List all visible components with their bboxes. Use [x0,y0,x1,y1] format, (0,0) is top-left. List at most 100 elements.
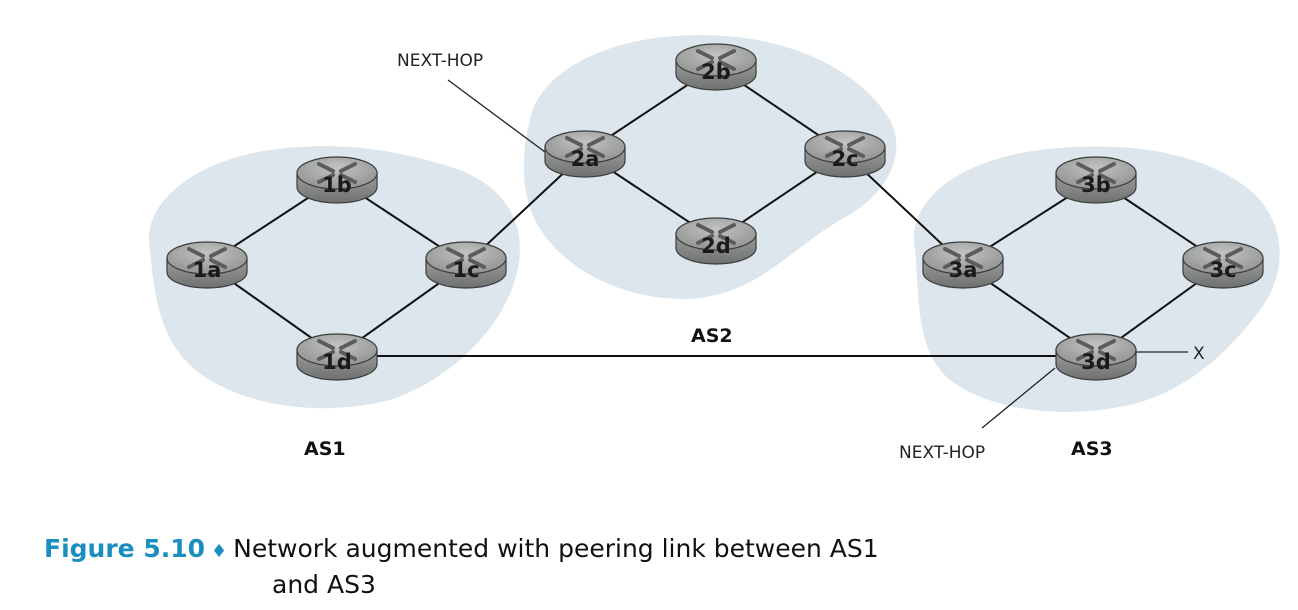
router-arrow [1098,173,1116,184]
router-arrow [446,247,464,258]
router-icon [696,49,736,71]
router-icon [1076,162,1116,184]
router-arrow [943,247,961,258]
router-label-3d: 3d [1081,350,1111,374]
router-arrow [339,173,357,184]
router-arrow [696,49,714,60]
router-label-2b: 2b [701,60,731,84]
router-arrow [317,173,335,184]
router-arrow [1098,350,1116,361]
router-top [675,43,757,77]
router-arrow [317,339,335,350]
router-arrow [696,234,714,245]
next-hop-top-pointer [447,79,546,153]
caption-text-line1: Network augmented with peering link betw… [233,534,879,563]
router-arrow [468,258,486,269]
router-1b: 1b [296,156,378,204]
router-arrow [965,258,983,269]
router-label-1a: 1a [193,258,222,282]
router-arrow [825,136,843,147]
router-top [675,217,757,251]
router-arrow [317,350,335,361]
router-arrow [825,147,843,158]
router-arrow [187,258,205,269]
figure-caption: Figure 5.10♦Network augmented with peeri… [44,532,1044,601]
router-label-1b: 1b [322,173,352,197]
router-arrow [696,60,714,71]
as2-label: AS2 [691,325,733,347]
router-top [544,130,626,164]
router-3b: 3b [1055,156,1137,204]
router-arrow [1203,247,1221,258]
router-top [296,333,378,367]
router-icon [1203,247,1243,269]
router-arrow [446,258,464,269]
annotation-lines [447,79,1188,429]
router-arrow [187,247,205,258]
router-arrow [1076,350,1094,361]
figure-number: Figure 5.10 [44,534,206,563]
router-label-3b: 3b [1081,173,1111,197]
router-icon [565,136,605,158]
next-hop-bottom-pointer [981,367,1056,429]
router-icon [317,339,357,361]
router-arrow [565,147,583,158]
router-top [296,156,378,190]
router-arrow [339,339,357,350]
router-arrow [1203,258,1221,269]
router-arrow [718,234,736,245]
router-arrow [1098,339,1116,350]
router-top [922,241,1004,275]
router-top [1055,156,1137,190]
router-arrow [587,136,605,147]
router-2c: 2c [804,130,886,178]
router-2a: 2a [544,130,626,178]
as3-region [913,146,1280,412]
router-arrow [209,247,227,258]
router-icon [825,136,865,158]
router-top [166,241,248,275]
router-arrow [847,147,865,158]
router-1d: 1d [296,333,378,381]
router-label-3c: 3c [1209,258,1236,282]
caption-text-line2: and AS3 [272,570,376,599]
router-icon [943,247,983,269]
router-arrow [943,258,961,269]
router-arrow [1076,162,1094,173]
as2-region [523,35,897,299]
router-arrow [718,49,736,60]
router-label-3a: 3a [949,258,978,282]
as1-label: AS1 [304,438,346,460]
next-hop-label-top: NEXT-HOP [397,51,483,71]
router-top [1055,333,1137,367]
router-top [804,130,886,164]
router-arrow [1225,258,1243,269]
router-icon [317,162,357,184]
as3-label: AS3 [1071,438,1113,460]
router-arrow [1098,162,1116,173]
router-label-2d: 2d [701,234,731,258]
router-label-2c: 2c [831,147,858,171]
router-1c: 1c [425,241,507,289]
router-arrow [565,136,583,147]
router-arrow [317,162,335,173]
router-arrow [209,258,227,269]
router-2d: 2d [675,217,757,265]
router-arrow [587,147,605,158]
router-arrow [718,60,736,71]
router-3d: 3d [1055,333,1137,381]
router-icon [1076,339,1116,361]
router-arrow [965,247,983,258]
router-arrow [1225,247,1243,258]
as-regions [148,35,1280,412]
next-hop-label-bottom: NEXT-HOP [899,443,985,463]
router-arrow [847,136,865,147]
router-arrow [1076,173,1094,184]
router-arrow [696,223,714,234]
router-icon [446,247,486,269]
router-top [1182,241,1264,275]
router-arrow [339,162,357,173]
as1-region [148,146,520,409]
router-icon [187,247,227,269]
router-3c: 3c [1182,241,1264,289]
